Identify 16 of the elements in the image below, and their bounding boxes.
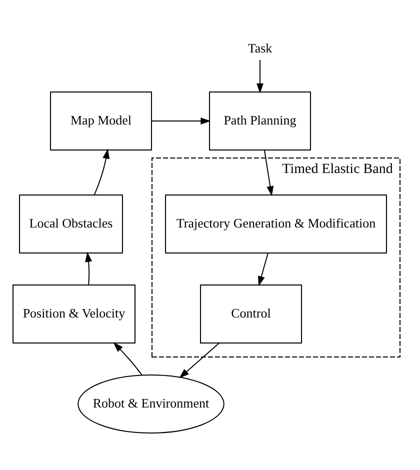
node-box: Path Planning	[208, 91, 310, 150]
arrow	[257, 252, 268, 286]
arrow	[256, 59, 263, 93]
arrow	[84, 251, 92, 285]
arrow	[178, 342, 220, 378]
node-box: Control	[200, 284, 302, 343]
arrow	[93, 148, 110, 195]
node-text: Task	[247, 40, 272, 55]
node-box: Local Obstacles	[18, 194, 122, 253]
node-box: Trajectory Generation & Modification	[164, 194, 386, 253]
arrow	[150, 117, 210, 124]
arrow	[263, 149, 274, 196]
node-ellipse: Robot & Environment	[77, 374, 224, 433]
arrow	[112, 342, 142, 376]
node-box: Map Model	[50, 91, 152, 150]
node-box: Position & Velocity	[12, 284, 135, 343]
